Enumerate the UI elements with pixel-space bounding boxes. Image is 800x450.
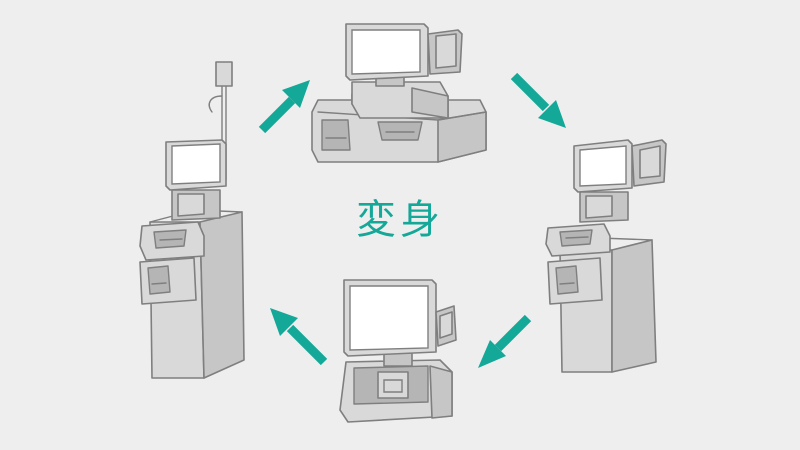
arrow-left-to-top <box>262 80 310 130</box>
arrow-right-to-bottom <box>478 318 528 368</box>
floor-kiosk-right <box>546 140 666 372</box>
pole-kiosk-left <box>140 62 244 378</box>
arrow-bottom-to-left <box>270 308 324 362</box>
arrow-top-to-right <box>514 76 566 128</box>
center-label: 変身 <box>335 190 465 250</box>
compact-terminal <box>340 280 456 422</box>
countertop-kiosk <box>312 24 486 162</box>
